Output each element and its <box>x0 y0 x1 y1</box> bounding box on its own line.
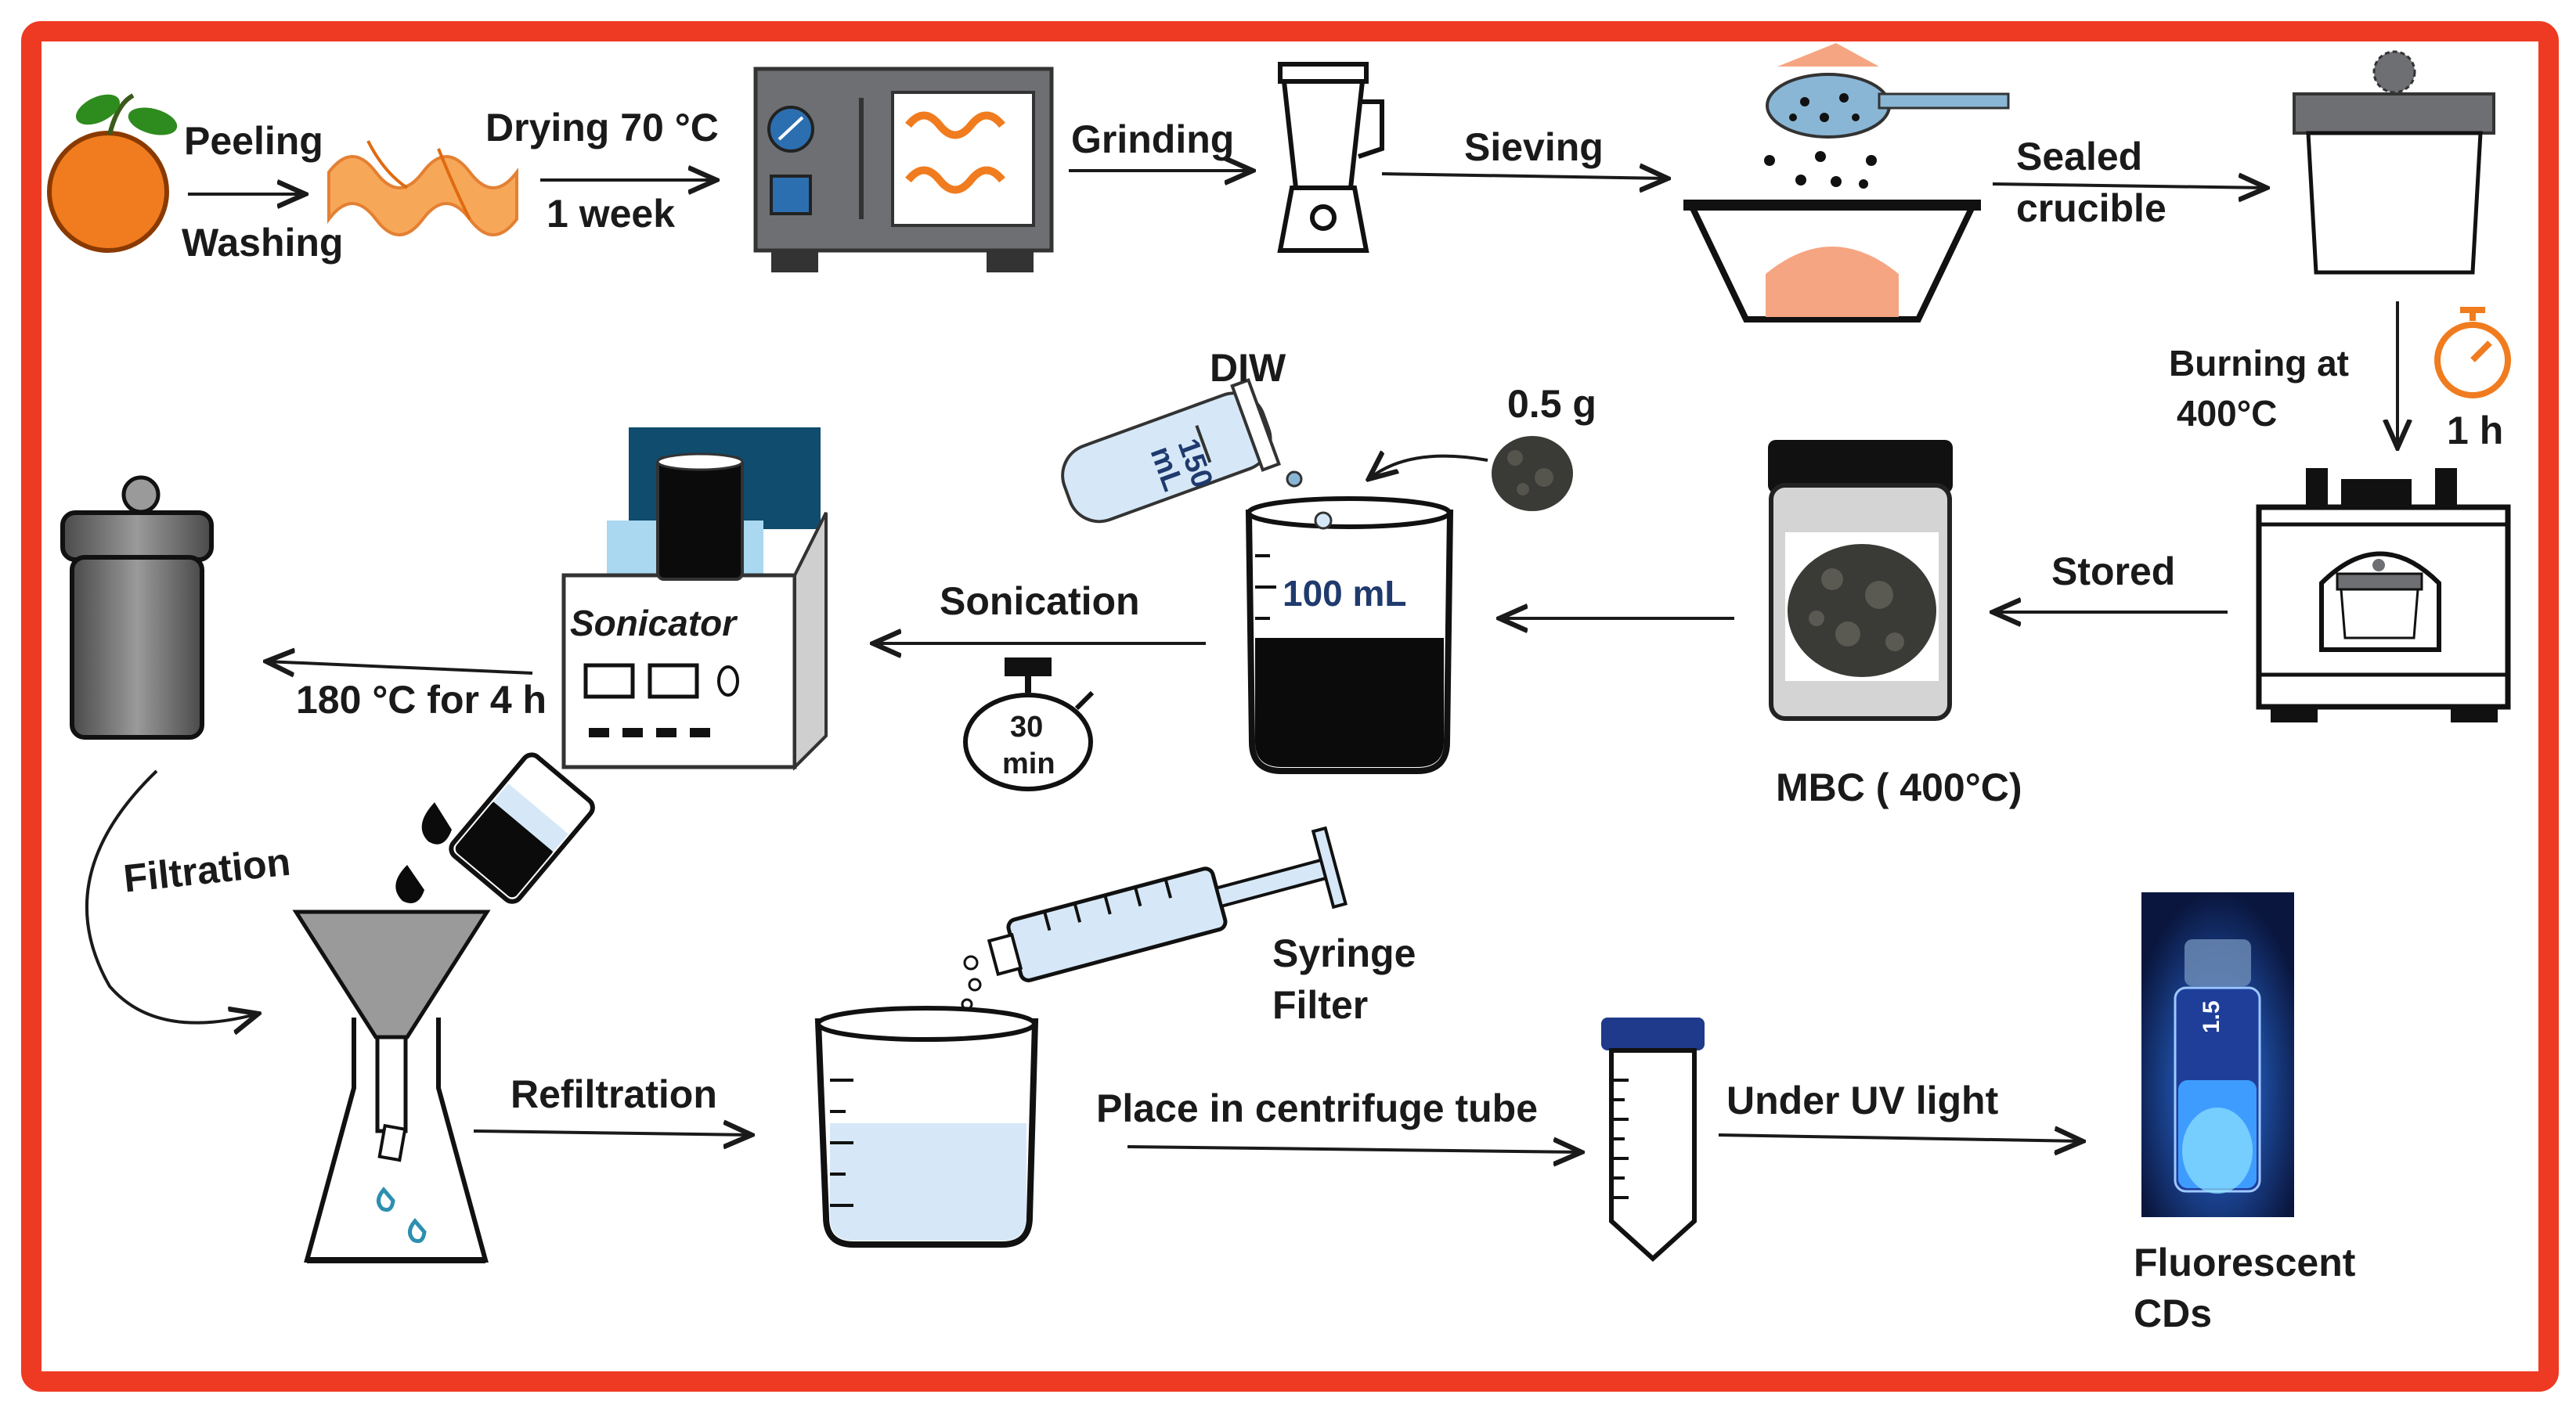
droplet-1 <box>421 802 452 845</box>
label-cds: CDs <box>2134 1292 2213 1335</box>
label-stored: Stored <box>2051 549 2176 593</box>
arrow-sieve <box>1381 174 1668 178</box>
label-vial-mark: 1.5 <box>2199 1000 2224 1033</box>
label-hydrothermal: 180 °C for 4 h <box>296 678 547 722</box>
label-mbc: MBC ( 400°C) <box>1776 766 2022 809</box>
pouring-beaker-icon <box>449 752 595 904</box>
label-diw: DIW <box>1210 346 1286 390</box>
label-peeling: Peeling <box>184 119 323 163</box>
label-burning-at: Burning at <box>2169 343 2349 384</box>
filter-funnel-flask-icon <box>292 910 491 1263</box>
orange-fruit-icon <box>47 93 178 253</box>
label-sonication: Sonication <box>940 579 1140 623</box>
uv-vial-photo <box>2141 892 2294 1217</box>
label-fluorescent: Fluorescent <box>2134 1241 2356 1284</box>
arrow-sealed <box>1992 184 2267 188</box>
blender-icon <box>1277 62 1384 253</box>
arrow-filtration <box>85 769 258 1023</box>
label-timer-30: 30 <box>1010 711 1044 744</box>
sonicator-icon <box>561 427 828 771</box>
muffle-furnace-icon <box>2256 468 2511 722</box>
label-refiltration: Refiltration <box>511 1072 717 1116</box>
syringe-icon <box>987 826 1348 982</box>
label-sonicator: Sonicator <box>570 603 737 643</box>
diw-droplet <box>1286 470 1303 488</box>
autoclave-icon <box>60 475 214 740</box>
label-mass: 0.5 g <box>1507 382 1596 426</box>
label-timer-min: min <box>1002 748 1055 780</box>
arrow-hydrothermal <box>266 661 533 673</box>
label-beaker-100: 100 mL <box>1283 573 1407 614</box>
mbc-jar-icon <box>1768 440 1953 721</box>
stopwatch-icon <box>2434 307 2511 398</box>
label-sealed: Sealed <box>2016 135 2143 178</box>
label-crucible: crucible <box>2016 186 2167 230</box>
label-grinding: Grinding <box>1071 117 1235 161</box>
beaker-icon <box>1245 496 1454 774</box>
arrow-powder-to-beaker <box>1369 456 1488 479</box>
bowl-icon <box>1683 200 1981 322</box>
timer-icon <box>963 657 1095 791</box>
label-washing: Washing <box>182 221 344 265</box>
label-filter: Filter <box>1272 983 1369 1027</box>
label-one-week: 1 week <box>547 192 676 236</box>
syringe-drop-2 <box>968 978 982 992</box>
orange-peel-icon <box>327 140 518 236</box>
centrifuge-tube-icon <box>1601 1018 1705 1263</box>
crucible-icon <box>2293 50 2495 275</box>
arrow-refiltration <box>473 1131 752 1135</box>
arrow-centrifuge <box>1127 1147 1582 1152</box>
droplet-2 <box>395 865 424 903</box>
label-sieving: Sieving <box>1464 125 1604 169</box>
powder-icon <box>1492 436 1573 511</box>
label-burning-temp: 400°C <box>2177 393 2278 434</box>
label-centrifuge: Place in centrifuge tube <box>1096 1086 1539 1130</box>
label-uv: Under UV light <box>1726 1079 1999 1122</box>
label-drying: Drying 70 °C <box>485 106 719 150</box>
label-one-hour: 1 h <box>2447 409 2504 452</box>
drying-oven-icon <box>753 67 1054 272</box>
arrow-uv <box>1718 1135 2083 1141</box>
syringe-drop-1 <box>963 955 979 971</box>
diw-tube-icon <box>1061 378 1281 524</box>
sieve-spoon-icon <box>1764 43 2010 189</box>
filtered-beaker-icon <box>814 1006 1039 1248</box>
label-syringe: Syringe <box>1272 931 1416 975</box>
